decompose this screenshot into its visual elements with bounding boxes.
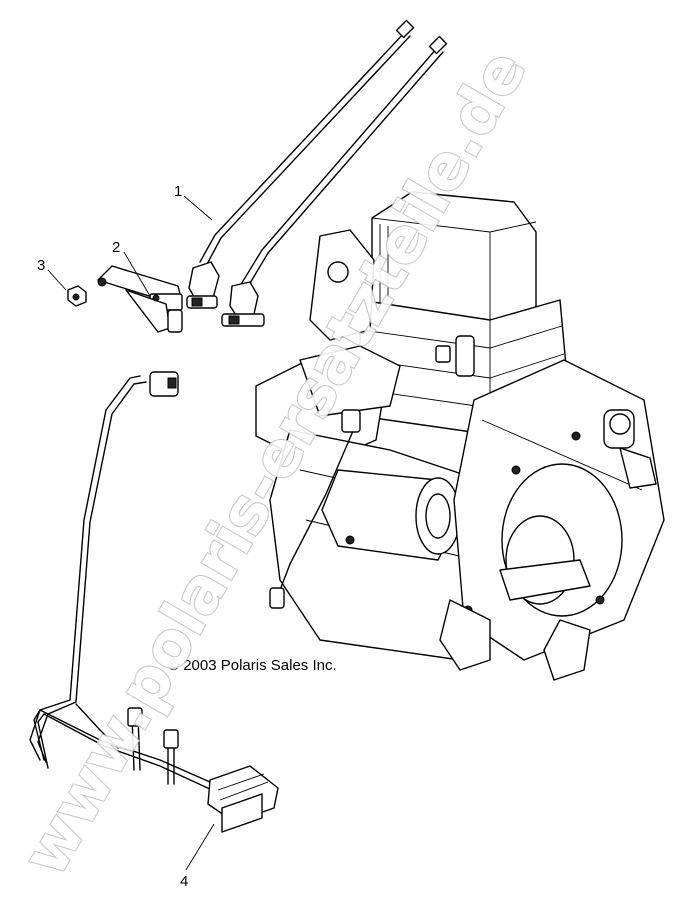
watermark-text: www.polaris-ersatzteile.de <box>8 38 541 888</box>
callout-4: 4 <box>180 873 188 890</box>
part-4-harness[interactable] <box>29 371 279 833</box>
callout-1: 1 <box>174 183 182 200</box>
callout-3: 3 <box>37 257 45 274</box>
part-2-bracket[interactable] <box>97 265 183 333</box>
part-3-nut[interactable] <box>67 285 87 307</box>
part-1-hoses[interactable] <box>186 19 448 327</box>
engine-assembly <box>255 191 665 681</box>
callout-2: 2 <box>112 239 120 256</box>
copyright-text: © 2003 Polaris Sales Inc. <box>168 657 337 674</box>
